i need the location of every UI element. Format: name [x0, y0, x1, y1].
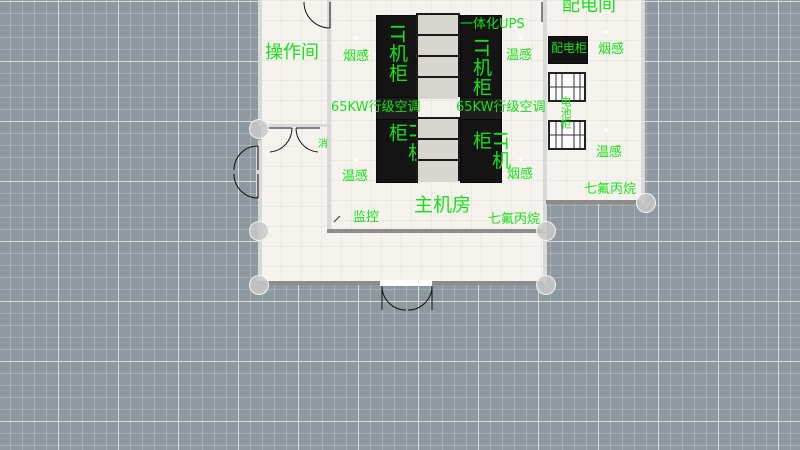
distribution-cabinet[interactable]: 配电柜 [548, 36, 588, 64]
it-rack-label: IT机柜 [470, 131, 511, 171]
fire-suppression-label: 七氟丙烷 [584, 182, 637, 197]
it-rack[interactable]: IT机柜 [460, 15, 502, 99]
ups-column-top[interactable] [416, 13, 460, 99]
ac-label: 65KW行级空调 [331, 100, 421, 115]
resize-handle[interactable] [536, 221, 556, 241]
fire-suppression-label: 七氟丙烷 [488, 212, 541, 227]
main-room-west-wall [327, 0, 331, 232]
distribution-room-door[interactable] [538, 0, 568, 24]
room-label-operation: 操作间 [265, 42, 319, 63]
operation-room-south-wall [262, 124, 328, 127]
resize-handle[interactable] [249, 119, 269, 139]
west-double-door[interactable] [232, 144, 262, 204]
corridor-west-wall [258, 140, 262, 285]
monitor-label: 监控 [353, 210, 380, 225]
operation-room-top-door[interactable] [296, 0, 336, 40]
resize-handle[interactable] [249, 221, 269, 241]
room-label-distribution: 配电间 [562, 0, 616, 16]
distribution-room-east-wall [641, 0, 645, 204]
it-rack[interactable]: IT机柜 [376, 118, 427, 183]
it-rack-label: IT机柜 [470, 38, 492, 98]
resize-handle[interactable] [536, 275, 556, 295]
sensor-point[interactable] [519, 36, 523, 40]
ups-column-bottom[interactable] [416, 117, 460, 182]
room-label-main: 主机房 [414, 194, 472, 216]
corridor-east-wall [543, 230, 547, 284]
sensor-point[interactable] [604, 30, 608, 34]
row-ac-unit[interactable] [460, 97, 502, 120]
it-rack[interactable]: IT机柜 [460, 118, 511, 183]
it-rack[interactable]: IT机柜 [376, 15, 418, 99]
resize-handle[interactable] [636, 193, 656, 213]
south-double-door[interactable] [380, 280, 440, 316]
temp-sensor-label: 温感 [506, 48, 533, 63]
ups-label: 一体化UPS [460, 17, 525, 32]
door-label: 消 [318, 139, 328, 150]
smoke-sensor-label: 烟感 [507, 167, 534, 182]
battery-cabinet-lines [550, 74, 586, 148]
vestibule-inner-wall [256, 146, 262, 196]
operation-room-floor[interactable] [261, 0, 331, 126]
main-room-corner-door[interactable] [332, 214, 346, 228]
it-rack-label: IT机柜 [386, 24, 408, 84]
sensor-point[interactable] [604, 128, 608, 132]
row-ac-unit[interactable] [376, 97, 418, 120]
operation-room-west-wall [258, 0, 262, 126]
corridor-inner-door[interactable] [268, 126, 328, 156]
distribution-room-south-wall [546, 200, 645, 204]
ac-label: 65KW行级空调 [456, 100, 546, 115]
sensor-point[interactable] [519, 157, 523, 161]
temp-sensor-label: 温感 [342, 169, 369, 184]
temp-sensor-label: 温感 [596, 145, 623, 160]
sensor-point[interactable] [354, 36, 358, 40]
sensor-point[interactable] [354, 158, 358, 162]
battery-cabinet-label: 电池柜 [559, 96, 572, 129]
resize-handle[interactable] [249, 275, 269, 295]
smoke-sensor-label: 烟感 [598, 42, 625, 57]
smoke-sensor-label: 烟感 [343, 49, 370, 64]
distribution-cabinet-label: 配电柜 [551, 41, 588, 55]
main-room-south-wall [327, 229, 547, 233]
main-room-east-wall [543, 0, 547, 232]
